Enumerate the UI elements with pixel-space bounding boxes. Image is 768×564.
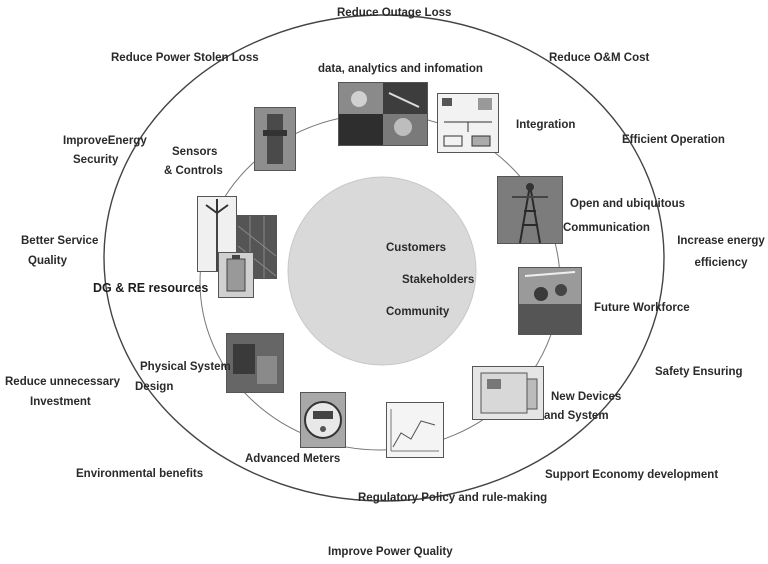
benefit-power-stolen: Reduce Power Stolen Loss — [111, 52, 259, 64]
benefit-energy-efficiency-1: Increase energy — [677, 235, 765, 247]
physical-system-photo — [226, 333, 284, 393]
regulatory-chart — [386, 402, 444, 458]
benefit-investment-1: Reduce unnecessary — [5, 376, 121, 388]
benefit-security-1: ImproveEnergy — [63, 135, 147, 147]
workforce-photo — [518, 267, 582, 335]
benefit-om-cost: Reduce O&M Cost — [549, 52, 650, 64]
benefit-energy-efficiency-2: efficiency — [694, 257, 748, 269]
label-open-communication-2: Communication — [563, 222, 650, 234]
label-sensors-1: Sensors — [172, 146, 218, 158]
communication-tower-photo — [497, 176, 563, 244]
center-circle — [287, 176, 477, 366]
label-sensors-2: & Controls — [164, 165, 223, 177]
benefit-investment-2: Investment — [30, 396, 91, 408]
center-community: Community — [386, 306, 450, 318]
benefit-service-1: Better Service — [21, 235, 99, 247]
benefit-outage: Reduce Outage Loss — [337, 7, 452, 19]
label-new-devices-2: and System — [544, 410, 609, 422]
label-physical-design-2: Design — [135, 381, 174, 393]
label-advanced-meters: Advanced Meters — [245, 453, 341, 465]
label-data-analytics: data, analytics and infomation — [318, 63, 483, 75]
benefit-safety: Safety Ensuring — [655, 366, 743, 378]
center-stakeholders: Stakeholders — [402, 274, 475, 286]
battery-photo — [218, 252, 254, 298]
benefit-environment: Environmental benefits — [76, 468, 204, 480]
label-regulatory: Regulatory Policy and rule-making — [358, 492, 548, 504]
label-open-communication-1: Open and ubiquitous — [570, 198, 685, 210]
label-physical-design-1: Physical System — [140, 361, 231, 373]
label-future-workforce: Future Workforce — [594, 302, 690, 314]
sensor-photo — [254, 107, 296, 171]
benefit-security-2: Security — [73, 154, 119, 166]
benefit-service-2: Quality — [28, 255, 67, 267]
integration-diagram — [437, 93, 499, 153]
label-dg-re: DG & RE resources — [93, 281, 209, 295]
smart-meter-photo — [300, 392, 346, 448]
benefit-economy: Support Economy development — [545, 469, 719, 481]
benefit-efficient-operation: Efficient Operation — [622, 134, 725, 146]
label-integration: Integration — [516, 119, 576, 131]
benefit-power-quality: Improve Power Quality — [328, 546, 453, 558]
analytics-photo — [338, 82, 428, 146]
outer-ellipse — [103, 14, 665, 502]
center-customers: Customers — [386, 242, 447, 254]
label-new-devices-1: New Devices — [551, 391, 622, 403]
device-cabinet-photo — [472, 366, 544, 420]
